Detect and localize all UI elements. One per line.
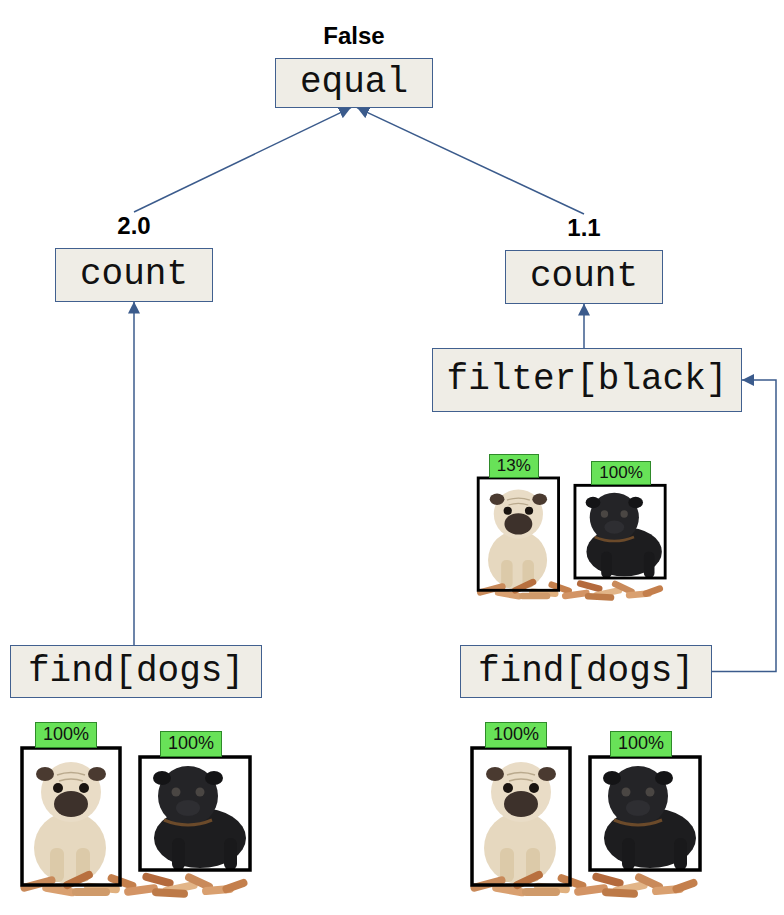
operation-name: filter[black] [447, 358, 728, 401]
output-value: 1.1 [567, 214, 600, 242]
confidence-tag: 100% [485, 722, 547, 748]
connector-arrow [583, 304, 585, 348]
connector-arrow [357, 108, 584, 214]
operation-name: count [530, 255, 638, 298]
operation-name: equal [300, 61, 408, 104]
connector-arrow [134, 108, 351, 212]
dog-photo [470, 748, 700, 898]
operation-box: count [55, 248, 213, 302]
operation-node: filter[black] [432, 348, 742, 412]
operation-box: count [505, 250, 663, 304]
confidence-tag: 13% [489, 454, 539, 478]
operation-node: 2.0 count [55, 212, 213, 302]
operation-box: filter[black] [432, 348, 742, 412]
connector-arrow [712, 380, 776, 672]
operation-box: find[dogs] [460, 645, 712, 698]
operation-node: find[dogs] [10, 645, 262, 698]
operation-name: find[dogs] [478, 650, 694, 693]
operation-box: find[dogs] [10, 645, 262, 698]
dog-photo [476, 478, 665, 601]
confidence-tag: 100% [160, 731, 222, 757]
dog-photo [20, 748, 250, 898]
connector-arrow [133, 302, 135, 645]
operation-node: 1.1 count [505, 214, 663, 304]
operation-node: False equal [275, 22, 433, 108]
confidence-tag: 100% [591, 461, 650, 485]
operation-name: count [80, 253, 188, 296]
operation-box: equal [275, 58, 433, 108]
confidence-tag: 100% [610, 731, 672, 757]
output-value: False [323, 22, 384, 50]
confidence-tag: 100% [35, 722, 97, 748]
operation-name: find[dogs] [28, 650, 244, 693]
operation-node: find[dogs] [460, 645, 712, 698]
output-value: 2.0 [117, 212, 150, 240]
